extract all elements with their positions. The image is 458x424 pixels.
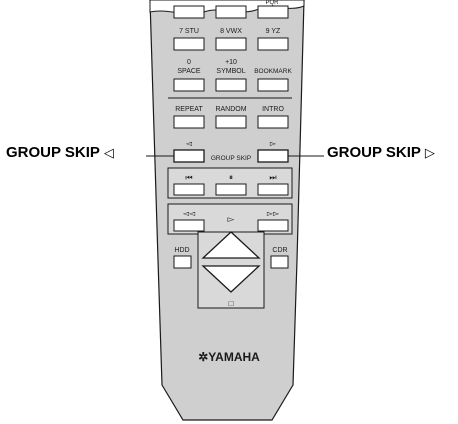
label-plus10: +10 bbox=[225, 59, 237, 66]
label-0: 0 bbox=[187, 59, 191, 66]
group-skip-left-symbol: ◅ bbox=[186, 139, 193, 148]
group-skip-left-button[interactable] bbox=[173, 149, 205, 163]
label-8-vwx: 8 VWX bbox=[220, 28, 242, 35]
label-7-stu: 7 STU bbox=[179, 28, 199, 35]
label-intro: INTRO bbox=[262, 106, 284, 113]
cdr-label: CDR bbox=[272, 247, 287, 254]
button-plus10-symbol[interactable] bbox=[215, 78, 247, 92]
callout-right-symbol: ▷ bbox=[424, 145, 435, 160]
label-random: RANDOM bbox=[215, 106, 246, 113]
rewind-icon: ◅◅ bbox=[183, 209, 196, 218]
label-repeat: REPEAT bbox=[175, 106, 203, 113]
random-button[interactable] bbox=[215, 115, 247, 129]
label-9-yz: 9 YZ bbox=[266, 28, 281, 35]
tuning-fork-logo-icon: ✲ bbox=[198, 350, 208, 364]
skip-back-icon: ⏮ bbox=[185, 173, 192, 182]
hdd-button[interactable] bbox=[173, 255, 192, 269]
fast-forward-icon: ▻▻ bbox=[267, 209, 280, 218]
stop-icon[interactable]: □ bbox=[229, 299, 234, 308]
fast-forward-button[interactable] bbox=[257, 219, 289, 232]
group-skip-center-label: GROUP SKIP bbox=[211, 155, 251, 162]
up-arrow-button[interactable] bbox=[201, 231, 261, 259]
button-bookmark[interactable] bbox=[257, 78, 289, 92]
partial-button-2[interactable] bbox=[215, 5, 247, 19]
yamaha-brand: ✲YAMAHA bbox=[198, 350, 260, 364]
label-symbol: SYMBOL bbox=[216, 68, 245, 75]
skip-forward-button[interactable] bbox=[257, 183, 289, 196]
group-skip-right-button[interactable] bbox=[257, 149, 289, 163]
skip-back-button[interactable] bbox=[173, 183, 205, 196]
intro-button[interactable] bbox=[257, 115, 289, 129]
pause-icon: ⏸ bbox=[229, 173, 233, 182]
play-icon: ▻ bbox=[228, 214, 235, 224]
down-arrow-button[interactable] bbox=[201, 265, 261, 293]
group-skip-left-callout: GROUP SKIP ◁ bbox=[6, 144, 114, 162]
partial-button-1[interactable] bbox=[173, 5, 205, 19]
label-bookmark: BOOKMARK bbox=[254, 68, 292, 75]
hdd-label: HDD bbox=[174, 247, 189, 254]
label-space: SPACE bbox=[177, 68, 201, 75]
rewind-button[interactable] bbox=[173, 219, 205, 232]
button-7[interactable] bbox=[173, 37, 205, 51]
callout-left-symbol: ◁ bbox=[103, 145, 114, 160]
group-skip-right-callout: GROUP SKIP ▷ bbox=[327, 144, 435, 162]
partial-button-3[interactable] bbox=[257, 5, 289, 19]
repeat-button[interactable] bbox=[173, 115, 205, 129]
button-0-space[interactable] bbox=[173, 78, 205, 92]
callout-right-text: GROUP SKIP bbox=[327, 144, 421, 161]
group-skip-right-symbol: ▻ bbox=[270, 139, 277, 148]
button-9[interactable] bbox=[257, 37, 289, 51]
pause-button[interactable] bbox=[215, 183, 247, 196]
callout-left-text: GROUP SKIP bbox=[6, 144, 100, 161]
button-8[interactable] bbox=[215, 37, 247, 51]
partial-top-label: PQR bbox=[265, 0, 279, 6]
skip-forward-icon: ⏭ bbox=[269, 173, 276, 182]
cdr-button[interactable] bbox=[270, 255, 289, 269]
